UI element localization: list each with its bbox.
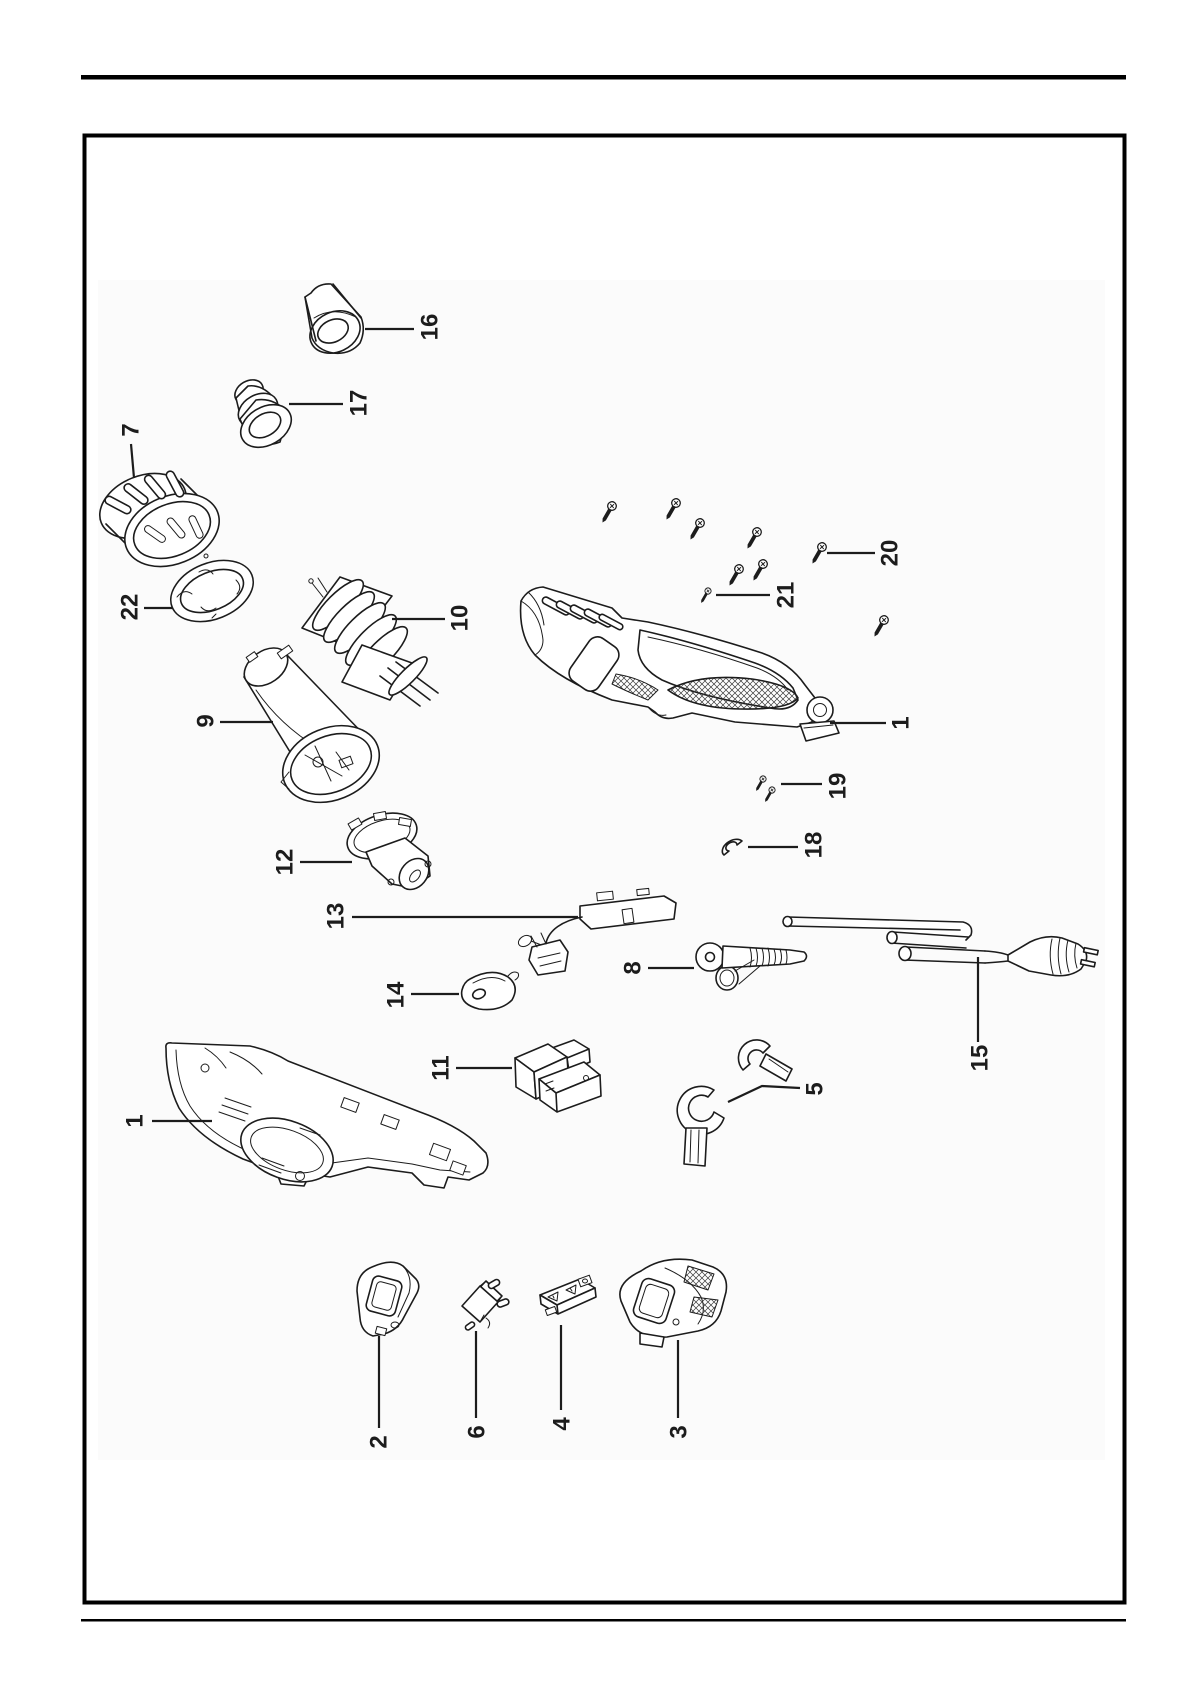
callout-label-18: 18 <box>801 832 828 859</box>
part-14-cover-plate-drawing <box>460 971 520 1011</box>
callout-label-9: 9 <box>193 714 220 727</box>
callout-label-12: 12 <box>272 849 299 876</box>
callout-label-11: 11 <box>428 1055 455 1080</box>
part-1-housing-right-drawing <box>519 586 840 742</box>
callout-label-10: 10 <box>447 605 474 632</box>
callout-label-8: 8 <box>620 961 647 974</box>
diagram-border <box>82 133 1127 1605</box>
warning-triangle-icon <box>547 1291 559 1302</box>
part-12-motor-drawing <box>346 811 432 891</box>
leader-line-7 <box>129 443 136 479</box>
part-17-reducer-nozzle-drawing <box>234 379 293 449</box>
callout-label-6: 6 <box>464 1425 491 1438</box>
part-8-cord-guard-drawing <box>695 942 808 991</box>
callout-label-1-left: 1 <box>122 1114 149 1127</box>
part-6-microswitch-drawing <box>461 1278 510 1331</box>
part-5-cord-clamp-drawing <box>676 1039 793 1167</box>
callout-label-15: 15 <box>967 1045 994 1072</box>
callout-label-19: 19 <box>825 773 852 800</box>
callout-label-21: 21 <box>773 582 800 609</box>
part-13-switch-plate-drawing <box>517 887 677 976</box>
part-4-label-plate-drawing <box>539 1274 597 1317</box>
leader-lines <box>129 327 980 1428</box>
part-15-cord-set-drawing <box>782 915 1099 977</box>
callout-labels: 16 17 7 22 10 9 12 13 14 8 15 5 18 19 20… <box>117 314 994 1449</box>
part-1-housing-left-drawing <box>165 1042 489 1189</box>
warning-triangle-icon <box>565 1284 577 1295</box>
part-11-switch-drawing <box>514 1039 602 1113</box>
part-7-nozzle-guard-drawing <box>98 470 220 568</box>
top-rule <box>81 75 1126 80</box>
part-10-heating-element-drawing <box>301 576 439 707</box>
bottom-rule <box>81 1619 1126 1622</box>
part-2-cap-drawing <box>356 1261 420 1337</box>
callout-label-4: 4 <box>549 1417 576 1431</box>
callout-label-16: 16 <box>417 314 444 341</box>
part-9-barrel-tube-drawing <box>243 644 381 804</box>
part-22-gasket-drawing <box>169 559 255 623</box>
callout-label-1-right: 1 <box>888 716 915 729</box>
callout-label-13: 13 <box>323 903 350 930</box>
part-16-cone-nozzle-drawing <box>304 283 365 355</box>
part-3-end-cover-drawing <box>619 1258 728 1348</box>
callout-label-14: 14 <box>383 981 410 1008</box>
callout-label-7: 7 <box>118 423 145 436</box>
exploded-view-art <box>98 283 1099 1348</box>
callout-label-5: 5 <box>802 1082 829 1095</box>
callout-label-3: 3 <box>666 1425 693 1438</box>
callout-label-20: 20 <box>877 540 904 567</box>
callout-label-2: 2 <box>366 1435 393 1448</box>
callout-label-22: 22 <box>117 594 144 621</box>
callout-label-17: 17 <box>346 390 373 417</box>
leader-line-5 <box>727 1084 801 1103</box>
part-18-clip-drawing <box>721 838 743 856</box>
diagram-panel <box>98 280 1105 1460</box>
